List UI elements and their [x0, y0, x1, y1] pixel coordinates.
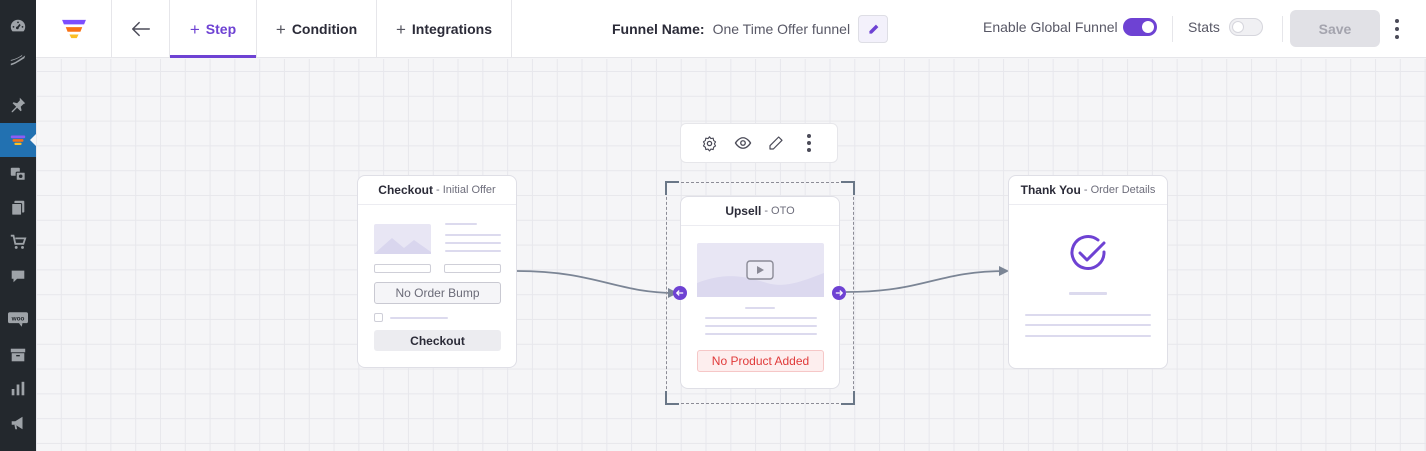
field-placeholder: [374, 264, 431, 273]
archive-icon[interactable]: [0, 338, 36, 372]
node-title: Checkout: [378, 183, 433, 197]
checkout-button-preview: Checkout: [374, 330, 501, 351]
settings-icon[interactable]: [698, 131, 722, 155]
comments-icon[interactable]: [0, 259, 36, 293]
checkout-step-node[interactable]: Checkout - Initial Offer No Order Bump C…: [357, 175, 517, 368]
node-subtitle: - OTO: [764, 205, 795, 217]
more-options-icon[interactable]: [1390, 17, 1404, 41]
plus-icon: +: [275, 19, 286, 39]
text-placeholder: [390, 317, 448, 319]
plus-icon: +: [395, 19, 406, 39]
thankyou-step-node[interactable]: Thank You - Order Details: [1008, 175, 1168, 369]
stats-label: Stats: [1188, 19, 1220, 35]
text-placeholder: [1025, 324, 1151, 326]
text-placeholder: [445, 234, 501, 236]
media-icon[interactable]: [0, 157, 36, 191]
funnel-canvas[interactable]: Checkout - Initial Offer No Order Bump C…: [36, 59, 1426, 451]
text-placeholder: [445, 223, 477, 225]
text-placeholder: [1069, 292, 1107, 295]
tab-integrations[interactable]: + Integrations: [377, 0, 512, 58]
text-placeholder: [445, 250, 501, 252]
plugin-logo[interactable]: [36, 0, 112, 58]
output-handle[interactable]: [832, 286, 846, 300]
toggle-knob: [1232, 21, 1244, 33]
text-placeholder: [705, 325, 817, 327]
text-placeholder: [1025, 314, 1151, 316]
plus-icon: +: [189, 19, 200, 39]
arrow-right-icon: [835, 290, 843, 296]
text-placeholder: [745, 307, 775, 309]
bar-chart-icon[interactable]: [0, 372, 36, 406]
divider: [1172, 16, 1173, 42]
input-handle[interactable]: [673, 286, 687, 300]
pen-stroke-icon[interactable]: [0, 43, 36, 77]
tab-condition-label: Condition: [291, 21, 358, 37]
video-placeholder: [697, 243, 824, 297]
tab-integrations-label: Integrations: [411, 21, 493, 37]
svg-text:woo: woo: [11, 315, 25, 322]
stats-toggle[interactable]: [1229, 18, 1263, 36]
divider: [1282, 16, 1283, 42]
funnel-name-group: Funnel Name: One Time Offer funnel: [612, 14, 889, 44]
save-button[interactable]: Save: [1290, 10, 1380, 47]
connector-upsell-thankyou: [845, 266, 1009, 293]
global-funnel-toggle[interactable]: [1123, 18, 1157, 36]
no-product-badge[interactable]: No Product Added: [697, 350, 824, 372]
node-header: Thank You - Order Details: [1009, 176, 1167, 205]
pin-icon[interactable]: [0, 88, 36, 122]
upsell-step-node[interactable]: Upsell - OTO No Product Added: [680, 196, 840, 389]
text-placeholder: [705, 317, 817, 319]
woo-icon[interactable]: woo: [0, 302, 36, 336]
node-title: Upsell: [725, 204, 762, 218]
selected-node-frame: [665, 181, 855, 405]
text-placeholder: [445, 242, 501, 244]
edit-funnel-name-button[interactable]: [858, 15, 889, 43]
arrow-left-icon: [131, 21, 150, 37]
order-bump-button[interactable]: No Order Bump: [374, 282, 501, 304]
pages-icon[interactable]: [0, 191, 36, 225]
node-title: Thank You: [1020, 183, 1081, 197]
funnel-logo-icon: [61, 19, 86, 39]
funnel-builder-header: + Step + Condition + Integrations Funnel…: [36, 0, 1426, 58]
cart-icon[interactable]: [0, 225, 36, 259]
tab-condition[interactable]: + Condition: [257, 0, 377, 58]
node-header: Upsell - OTO: [681, 197, 839, 226]
tab-step-label: Step: [205, 21, 237, 37]
text-placeholder: [705, 333, 817, 335]
checkbox-placeholder: [374, 313, 383, 322]
wp-admin-sidebar: woo: [0, 0, 36, 451]
node-header: Checkout - Initial Offer: [358, 176, 516, 205]
image-placeholder: [374, 224, 431, 254]
funnel-name-value: One Time Offer funnel: [712, 21, 851, 37]
back-button[interactable]: [112, 0, 170, 58]
resize-corner: [665, 391, 679, 405]
resize-corner: [841, 181, 855, 195]
dashboard-icon[interactable]: [0, 9, 36, 43]
pencil-icon: [869, 24, 878, 34]
funnel-plugin-icon[interactable]: [0, 123, 36, 157]
eye-icon[interactable]: [731, 131, 755, 155]
node-subtitle: - Initial Offer: [435, 184, 496, 196]
arrow-left-icon: [676, 290, 684, 296]
tab-step[interactable]: + Step: [170, 0, 257, 58]
check-circle-icon: [1070, 235, 1106, 270]
pencil-icon[interactable]: [764, 131, 788, 155]
megaphone-icon[interactable]: [0, 406, 36, 440]
toggle-knob: [1142, 21, 1154, 33]
funnel-name-label: Funnel Name:: [612, 21, 705, 37]
more-vertical-icon[interactable]: [797, 131, 821, 155]
node-subtitle: - Order Details: [1083, 184, 1156, 196]
connector-checkout-upsell: [516, 270, 678, 298]
resize-corner: [841, 391, 855, 405]
text-placeholder: [1025, 335, 1151, 337]
field-placeholder: [444, 264, 501, 273]
resize-corner: [665, 181, 679, 195]
global-funnel-label: Enable Global Funnel: [983, 19, 1118, 35]
node-toolbar: [680, 123, 838, 163]
